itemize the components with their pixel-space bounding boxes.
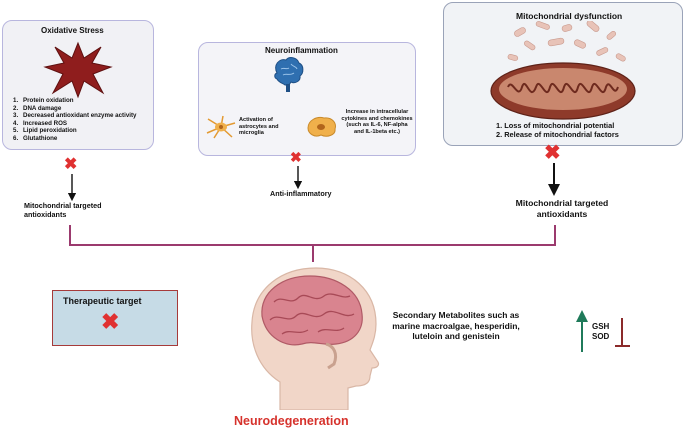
list-item: 2.DNA damage bbox=[13, 104, 62, 112]
therapeutic-target-box: Therapeutic target ✖ bbox=[52, 290, 178, 346]
x-mark-icon: ✖ bbox=[64, 156, 78, 173]
oxidative-stress-title: Oxidative Stress bbox=[41, 26, 104, 35]
list-item: 1. Loss of mitochondrial potential bbox=[496, 121, 615, 130]
oxidative-stress-panel: Oxidative Stress 1.Protein oxidation 2.D… bbox=[2, 20, 154, 150]
x-mark-icon: ✖ bbox=[101, 309, 120, 334]
mitochondrial-dysfunction-title: Mitochondrial dysfunction bbox=[516, 11, 623, 21]
neurodegeneration-title: Neurodegeneration bbox=[234, 414, 349, 428]
microglia-icon bbox=[307, 117, 336, 137]
oxidative-outcome-label: Mitochondrial targeted antioxidants bbox=[24, 201, 102, 219]
mito-outcome-label: Mitochondrial targeted antioxidants bbox=[515, 198, 609, 219]
astrocytes-label: Activation of astrocytes and microglia bbox=[239, 117, 279, 137]
down-inhibit bbox=[615, 318, 630, 347]
anti-inflammatory-label: Anti-inflammatory bbox=[270, 189, 332, 198]
list-item: 3.Decreased antioxidant enzyme activity bbox=[13, 112, 137, 120]
sod-label: SOD bbox=[592, 332, 610, 341]
list-item: 2. Release of mitochondrial factors bbox=[496, 130, 619, 139]
neuroinflammation-panel: Neuroinflammation Activation of astrocyt… bbox=[198, 42, 416, 156]
x-mark-icon: ✖ bbox=[544, 142, 561, 164]
brain-icon bbox=[274, 57, 304, 92]
list-item: 6.Glutathione bbox=[13, 134, 58, 142]
therapeutic-target-label: Therapeutic target bbox=[63, 296, 142, 306]
gsh-label: GSH bbox=[592, 322, 610, 331]
oxidative-list: 1.Protein oxidation 2.DNA damage 3.Decre… bbox=[13, 97, 143, 143]
cytokines-label: Increase in intracellular cytokines and … bbox=[341, 109, 413, 135]
neuroinflammation-title: Neuroinflammation bbox=[265, 46, 338, 55]
mitochondrial-dysfunction-panel: Mitochondrial dysfunction 1. Loss of mit… bbox=[443, 2, 683, 146]
mitochondrion-icon bbox=[490, 21, 636, 120]
x-mark-icon: ✖ bbox=[290, 149, 302, 165]
merge-bracket bbox=[69, 225, 556, 246]
mito-list: 1. Loss of mitochondrial potential 2. Re… bbox=[496, 121, 619, 139]
astrocyte-icon bbox=[206, 115, 236, 139]
burst-icon bbox=[43, 41, 113, 99]
list-item: 4.Increased ROS bbox=[13, 119, 68, 127]
markers-label: GSH SOD bbox=[592, 322, 609, 342]
list-item: 1.Protein oxidation bbox=[13, 97, 74, 104]
secondary-metabolites-text: Secondary Metabolites such as marine mac… bbox=[392, 310, 520, 341]
head-brain-icon bbox=[251, 267, 380, 410]
list-item: 5.Lipid peroxidation bbox=[13, 127, 77, 135]
